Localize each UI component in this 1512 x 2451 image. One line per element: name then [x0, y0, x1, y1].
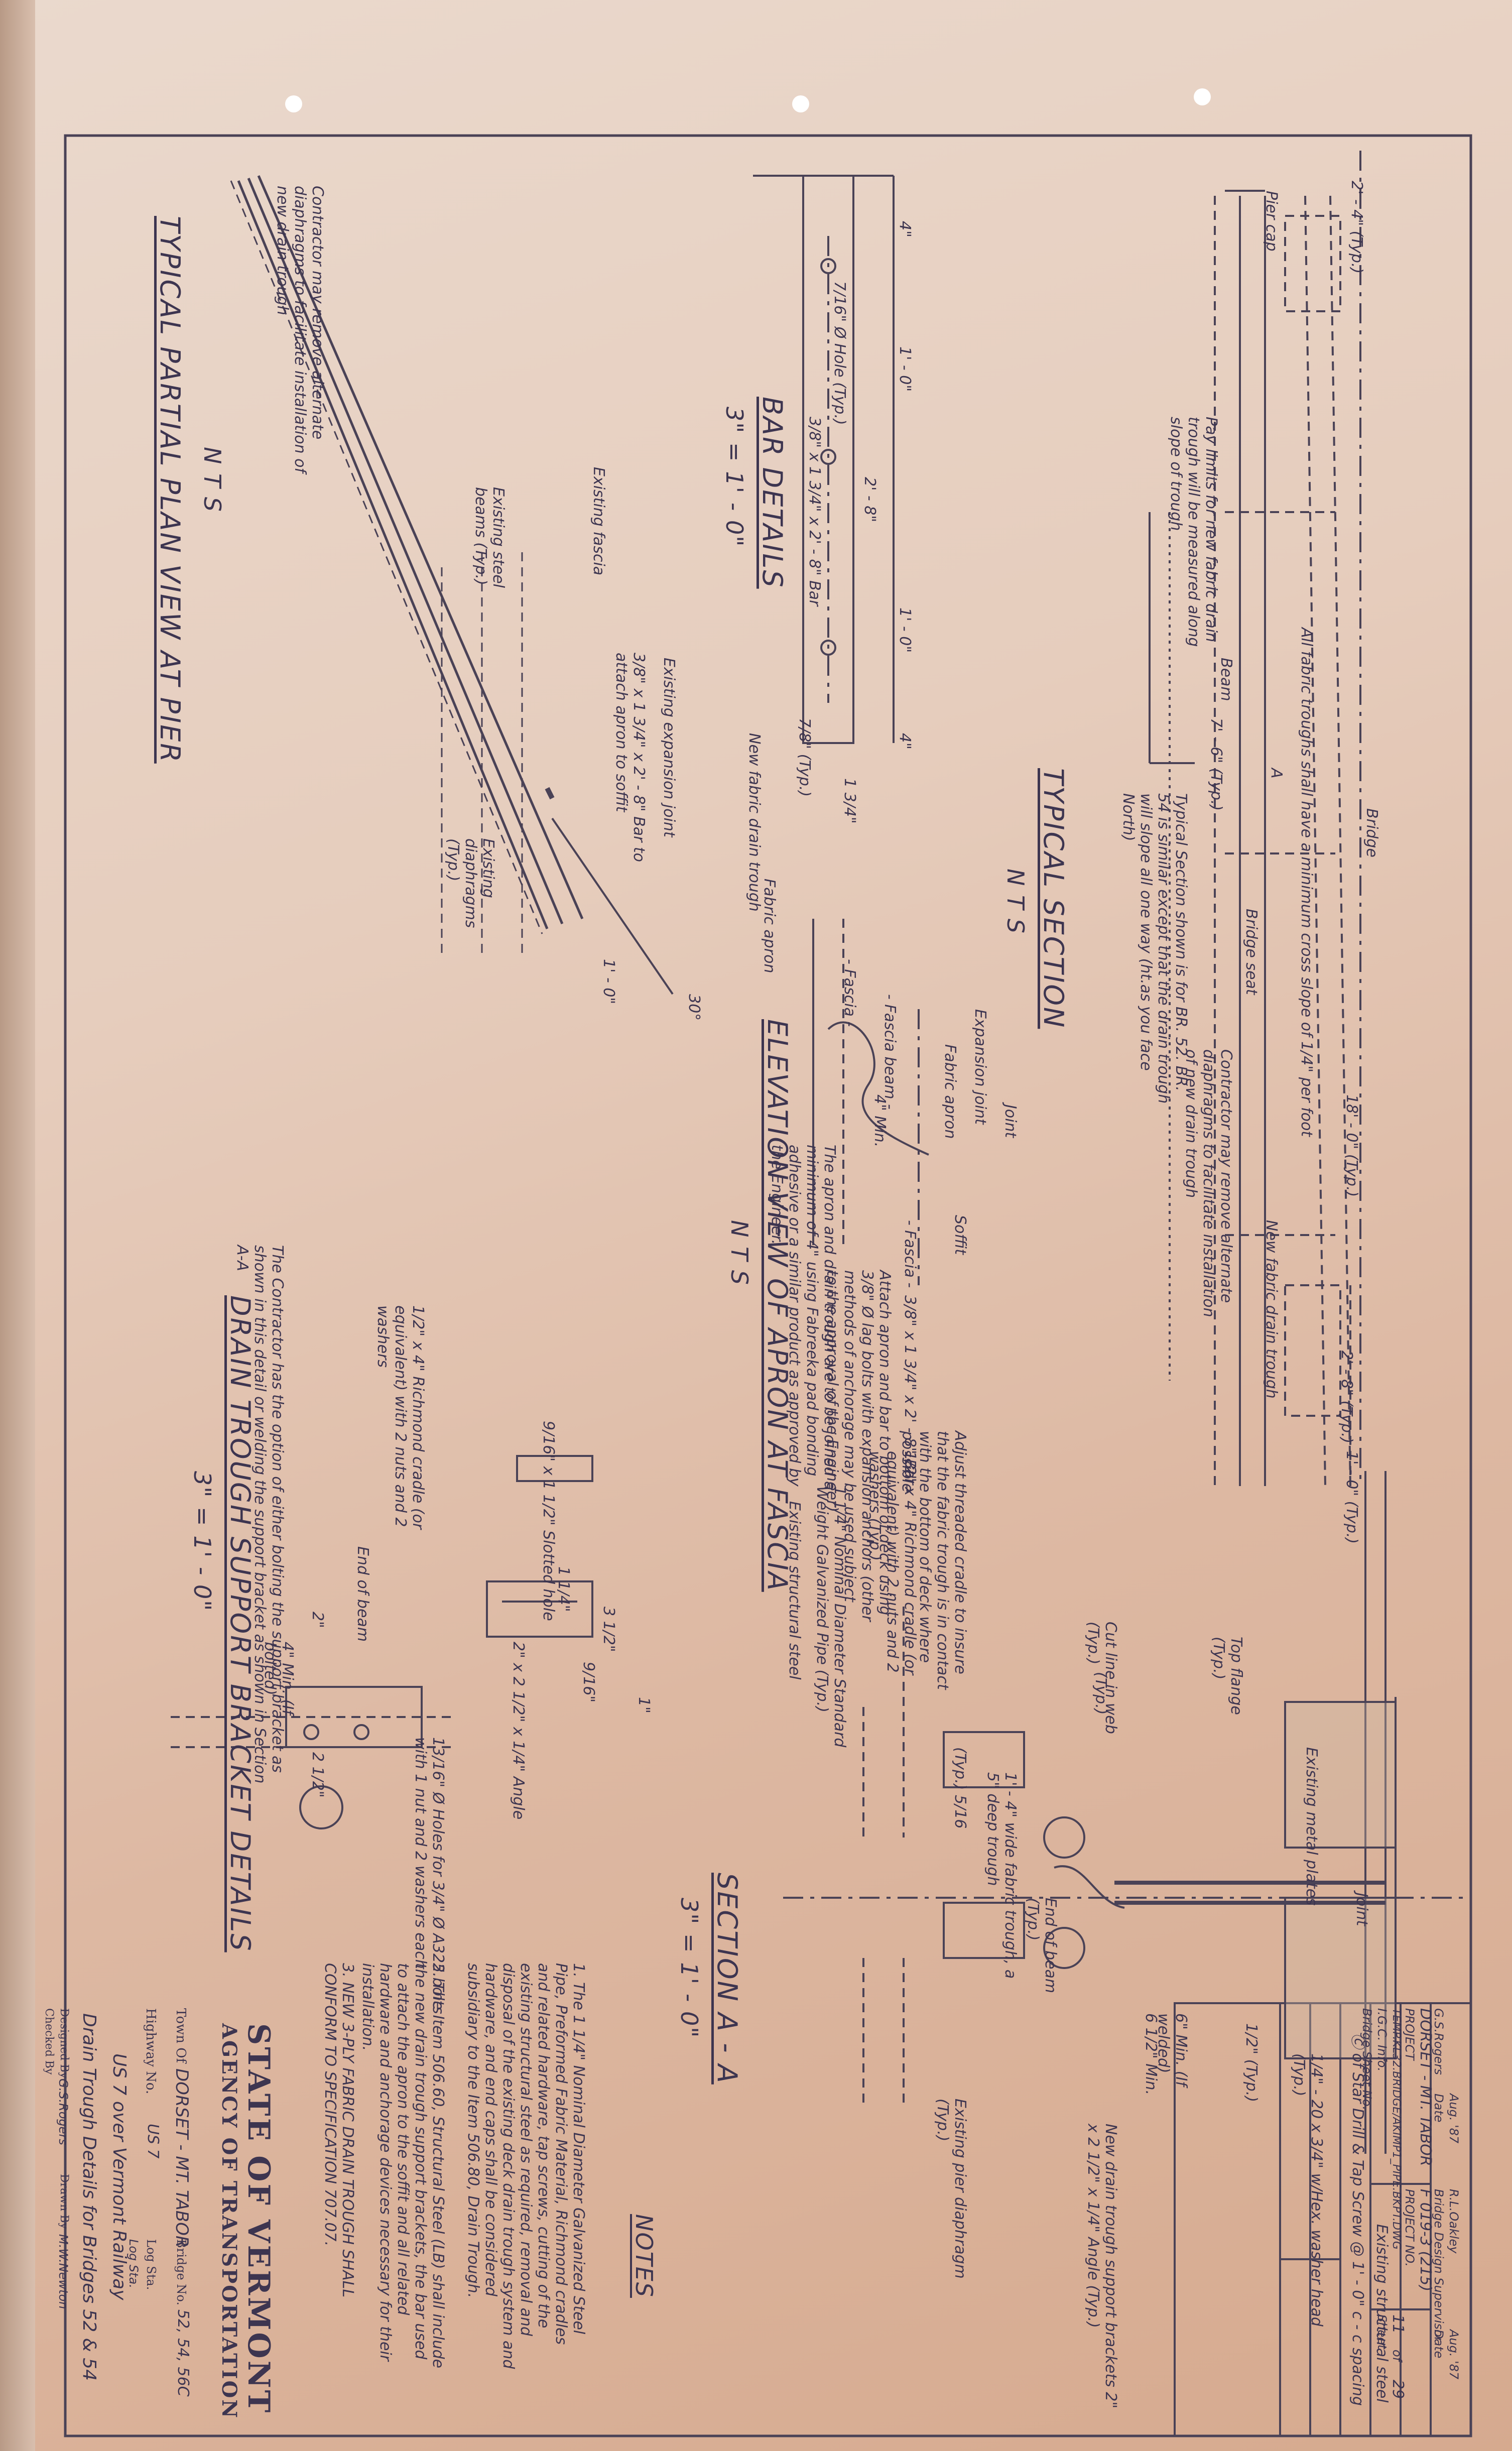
sheet-total: 29 [1389, 2380, 1407, 2399]
punch-hole [792, 95, 809, 112]
project-no-label: PROJECT NO. [1403, 2189, 1417, 2267]
scan-edge [0, 0, 35, 2451]
date-value: Aug. '87 [1447, 2093, 1461, 2144]
bridge-design-value: R.L.Oakley [1447, 2189, 1461, 2254]
punch-hole [285, 95, 302, 112]
date2-value: Aug. '87 [1447, 2329, 1461, 2380]
punch-hole [1194, 88, 1211, 105]
project-no-value: F 019-3 (215) [1417, 2189, 1434, 2291]
project-value: DORSET - MT. TABOR [1417, 2008, 1434, 2166]
checked-by-value: G.S.Rogers [1432, 2008, 1446, 2075]
project-label: PROJECT [1403, 2008, 1417, 2061]
bridge-sheet-label: Bridge Sheet No. [1360, 2008, 1374, 2110]
sheet-value: 11 [1389, 2314, 1407, 2334]
date2-label: Date [1432, 2330, 1446, 2358]
sheet-of: of [1390, 2350, 1404, 2363]
date-label: Date [1432, 2094, 1446, 2122]
bridge-design-label: Bridge Design Supervisor [1432, 2189, 1446, 2343]
file-label: I.G.C. Info. [1375, 2008, 1389, 2071]
sheet-label: Sheet [1375, 2314, 1389, 2350]
file-value: TEMP.KL32.BRIDGE/AKIMP1_PIPE.BKPT.DWG [1390, 2008, 1403, 2250]
